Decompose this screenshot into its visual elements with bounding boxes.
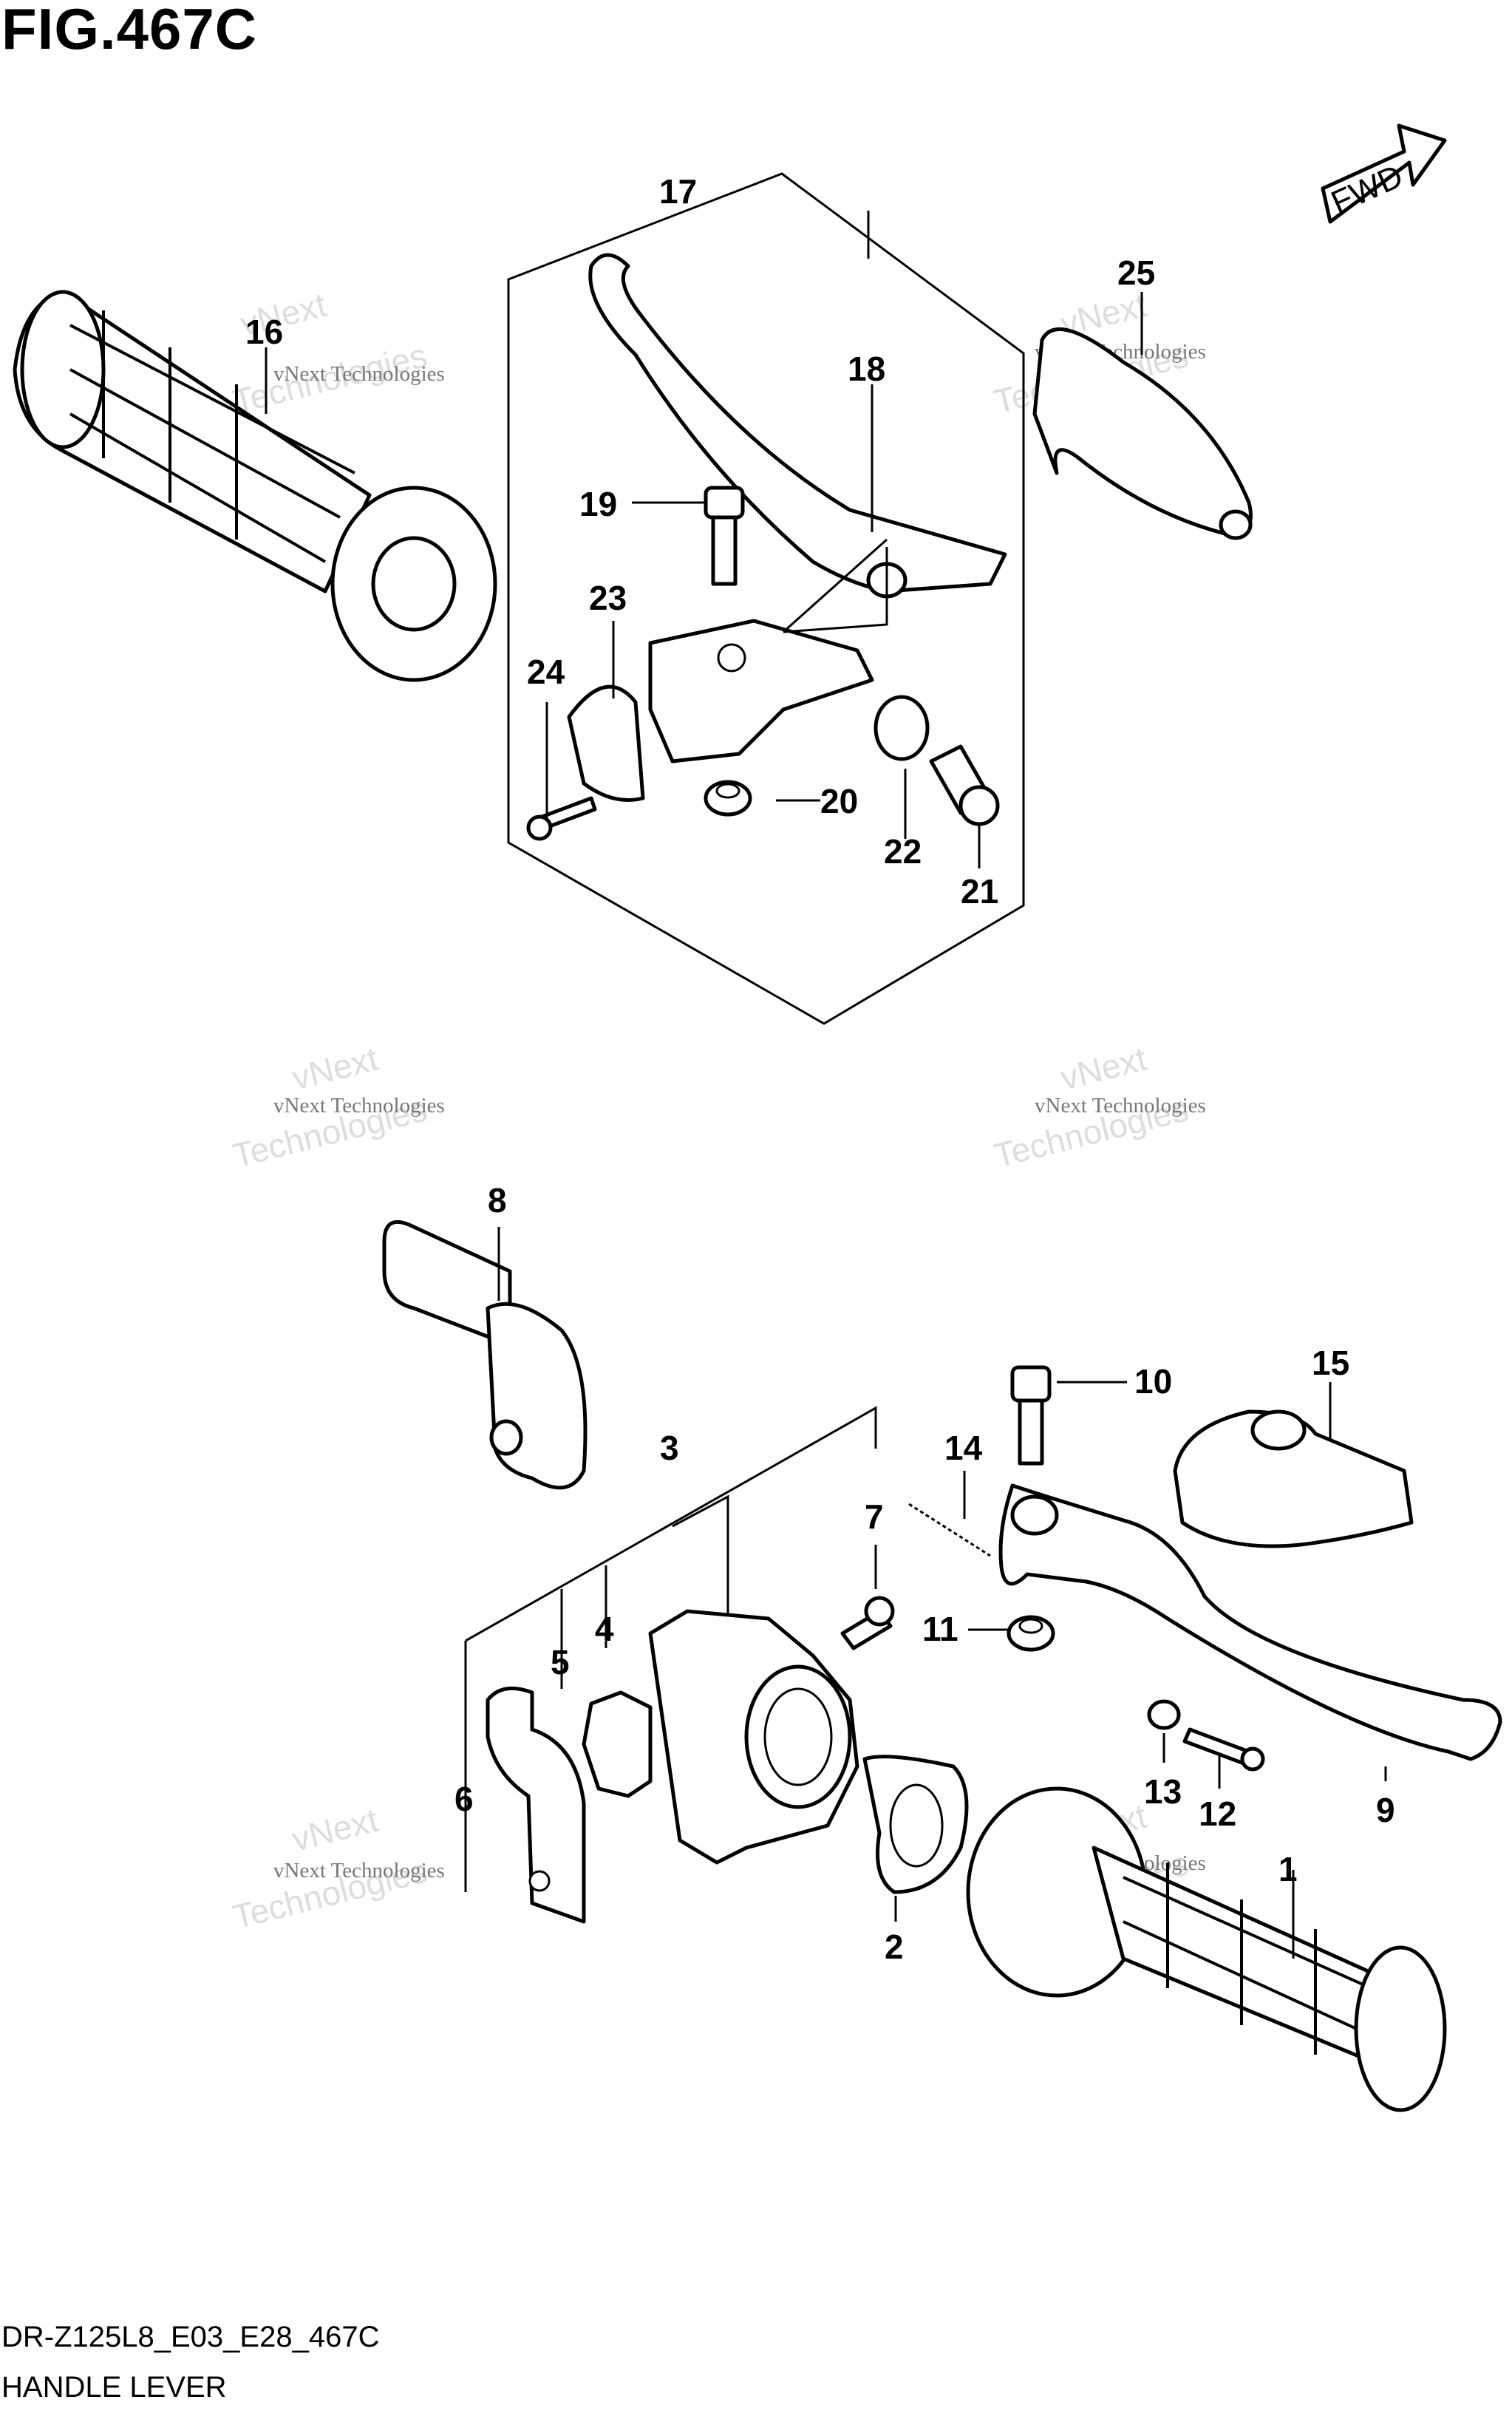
assembly-bracket-lines [464, 1406, 877, 1892]
part-pivot-bolt [704, 486, 745, 586]
svg-text:vNext Technologies: vNext Technologies [273, 1094, 445, 1118]
leader-lines [265, 211, 1387, 1959]
part-grip-left [13, 290, 497, 682]
callout-7: 7 [865, 1497, 884, 1536]
callout-1: 1 [1278, 1850, 1298, 1888]
callout-13: 13 [1144, 1772, 1182, 1811]
watermark-mid-left: vNext Technologies vNext Technologies [229, 1039, 445, 1175]
callout-18: 18 [848, 350, 885, 388]
callout-19: 19 [579, 485, 617, 523]
part-lever-spring [908, 1503, 991, 1557]
part-clutch-lever [588, 253, 1007, 599]
svg-text:vNext: vNext [288, 1039, 382, 1098]
assembly-outline-top [507, 172, 1025, 1025]
figure-name: HANDLE LEVER [1, 2371, 227, 2404]
callout-8: 8 [488, 1181, 507, 1219]
watermark-bottom-left: vNext Technologies vNext Technologies [229, 1800, 445, 1936]
watermark-top-left: vNext Technologies vNext Technologies [229, 285, 445, 421]
callout-12: 12 [1199, 1795, 1236, 1833]
callout-6: 6 [454, 1780, 474, 1818]
callout-9: 9 [1376, 1791, 1395, 1829]
figure-code: DR-Z125L8_E03_E28_467C [1, 2321, 380, 2353]
callout-5: 5 [551, 1643, 570, 1681]
callout-15: 15 [1312, 1344, 1349, 1382]
callout-17: 17 [659, 172, 697, 211]
part-adjuster-ring [874, 695, 930, 761]
callout-25: 25 [1117, 254, 1155, 292]
svg-text:vNext Technologies: vNext Technologies [273, 1859, 445, 1882]
part-holder-clamp [526, 684, 645, 841]
callout-21: 21 [961, 872, 998, 911]
svg-text:vNext Technologies: vNext Technologies [273, 362, 445, 386]
svg-text:vNext: vNext [1057, 1039, 1151, 1098]
part-lever-cover-bottom [1173, 1409, 1414, 1548]
part-adjust-screw [1182, 1727, 1265, 1772]
callout-20: 20 [820, 782, 858, 820]
svg-text:vNext Technologies: vNext Technologies [1035, 1094, 1206, 1118]
callout-16: 16 [245, 313, 283, 351]
callout-23: 23 [589, 579, 627, 617]
part-nut [704, 780, 752, 817]
part-adjust-nut [1147, 1699, 1181, 1730]
callout-24: 24 [527, 653, 565, 691]
watermark-mid-right: vNext Technologies vNext Technologies [990, 1039, 1206, 1175]
callout-10: 10 [1134, 1362, 1172, 1401]
part-lever-holder [648, 619, 874, 763]
part-housing-halves [486, 1609, 859, 1924]
callout-14: 14 [944, 1429, 983, 1467]
part-adjuster-bolt [929, 744, 1000, 826]
figure-title: FIG.467C [1, 0, 258, 61]
callout-2: 2 [885, 1928, 904, 1966]
callout-3: 3 [660, 1429, 679, 1467]
part-throttle-tube [382, 1219, 588, 1490]
svg-text:vNext: vNext [288, 1800, 382, 1859]
part-lever-cover-top [1032, 327, 1253, 540]
callout-22: 22 [884, 832, 922, 871]
part-brake-lever [998, 1483, 1502, 1761]
part-lever-nut [1007, 1615, 1055, 1652]
part-grip-right [966, 1786, 1447, 2112]
part-lever-pivot-bolt [1010, 1365, 1052, 1466]
callout-4: 4 [595, 1610, 614, 1648]
callout-11: 11 [922, 1610, 958, 1648]
part-housing-screw [840, 1596, 895, 1650]
fwd-arrow-icon: FWD [1321, 123, 1447, 224]
part-throttle-pulley [862, 1755, 969, 1894]
